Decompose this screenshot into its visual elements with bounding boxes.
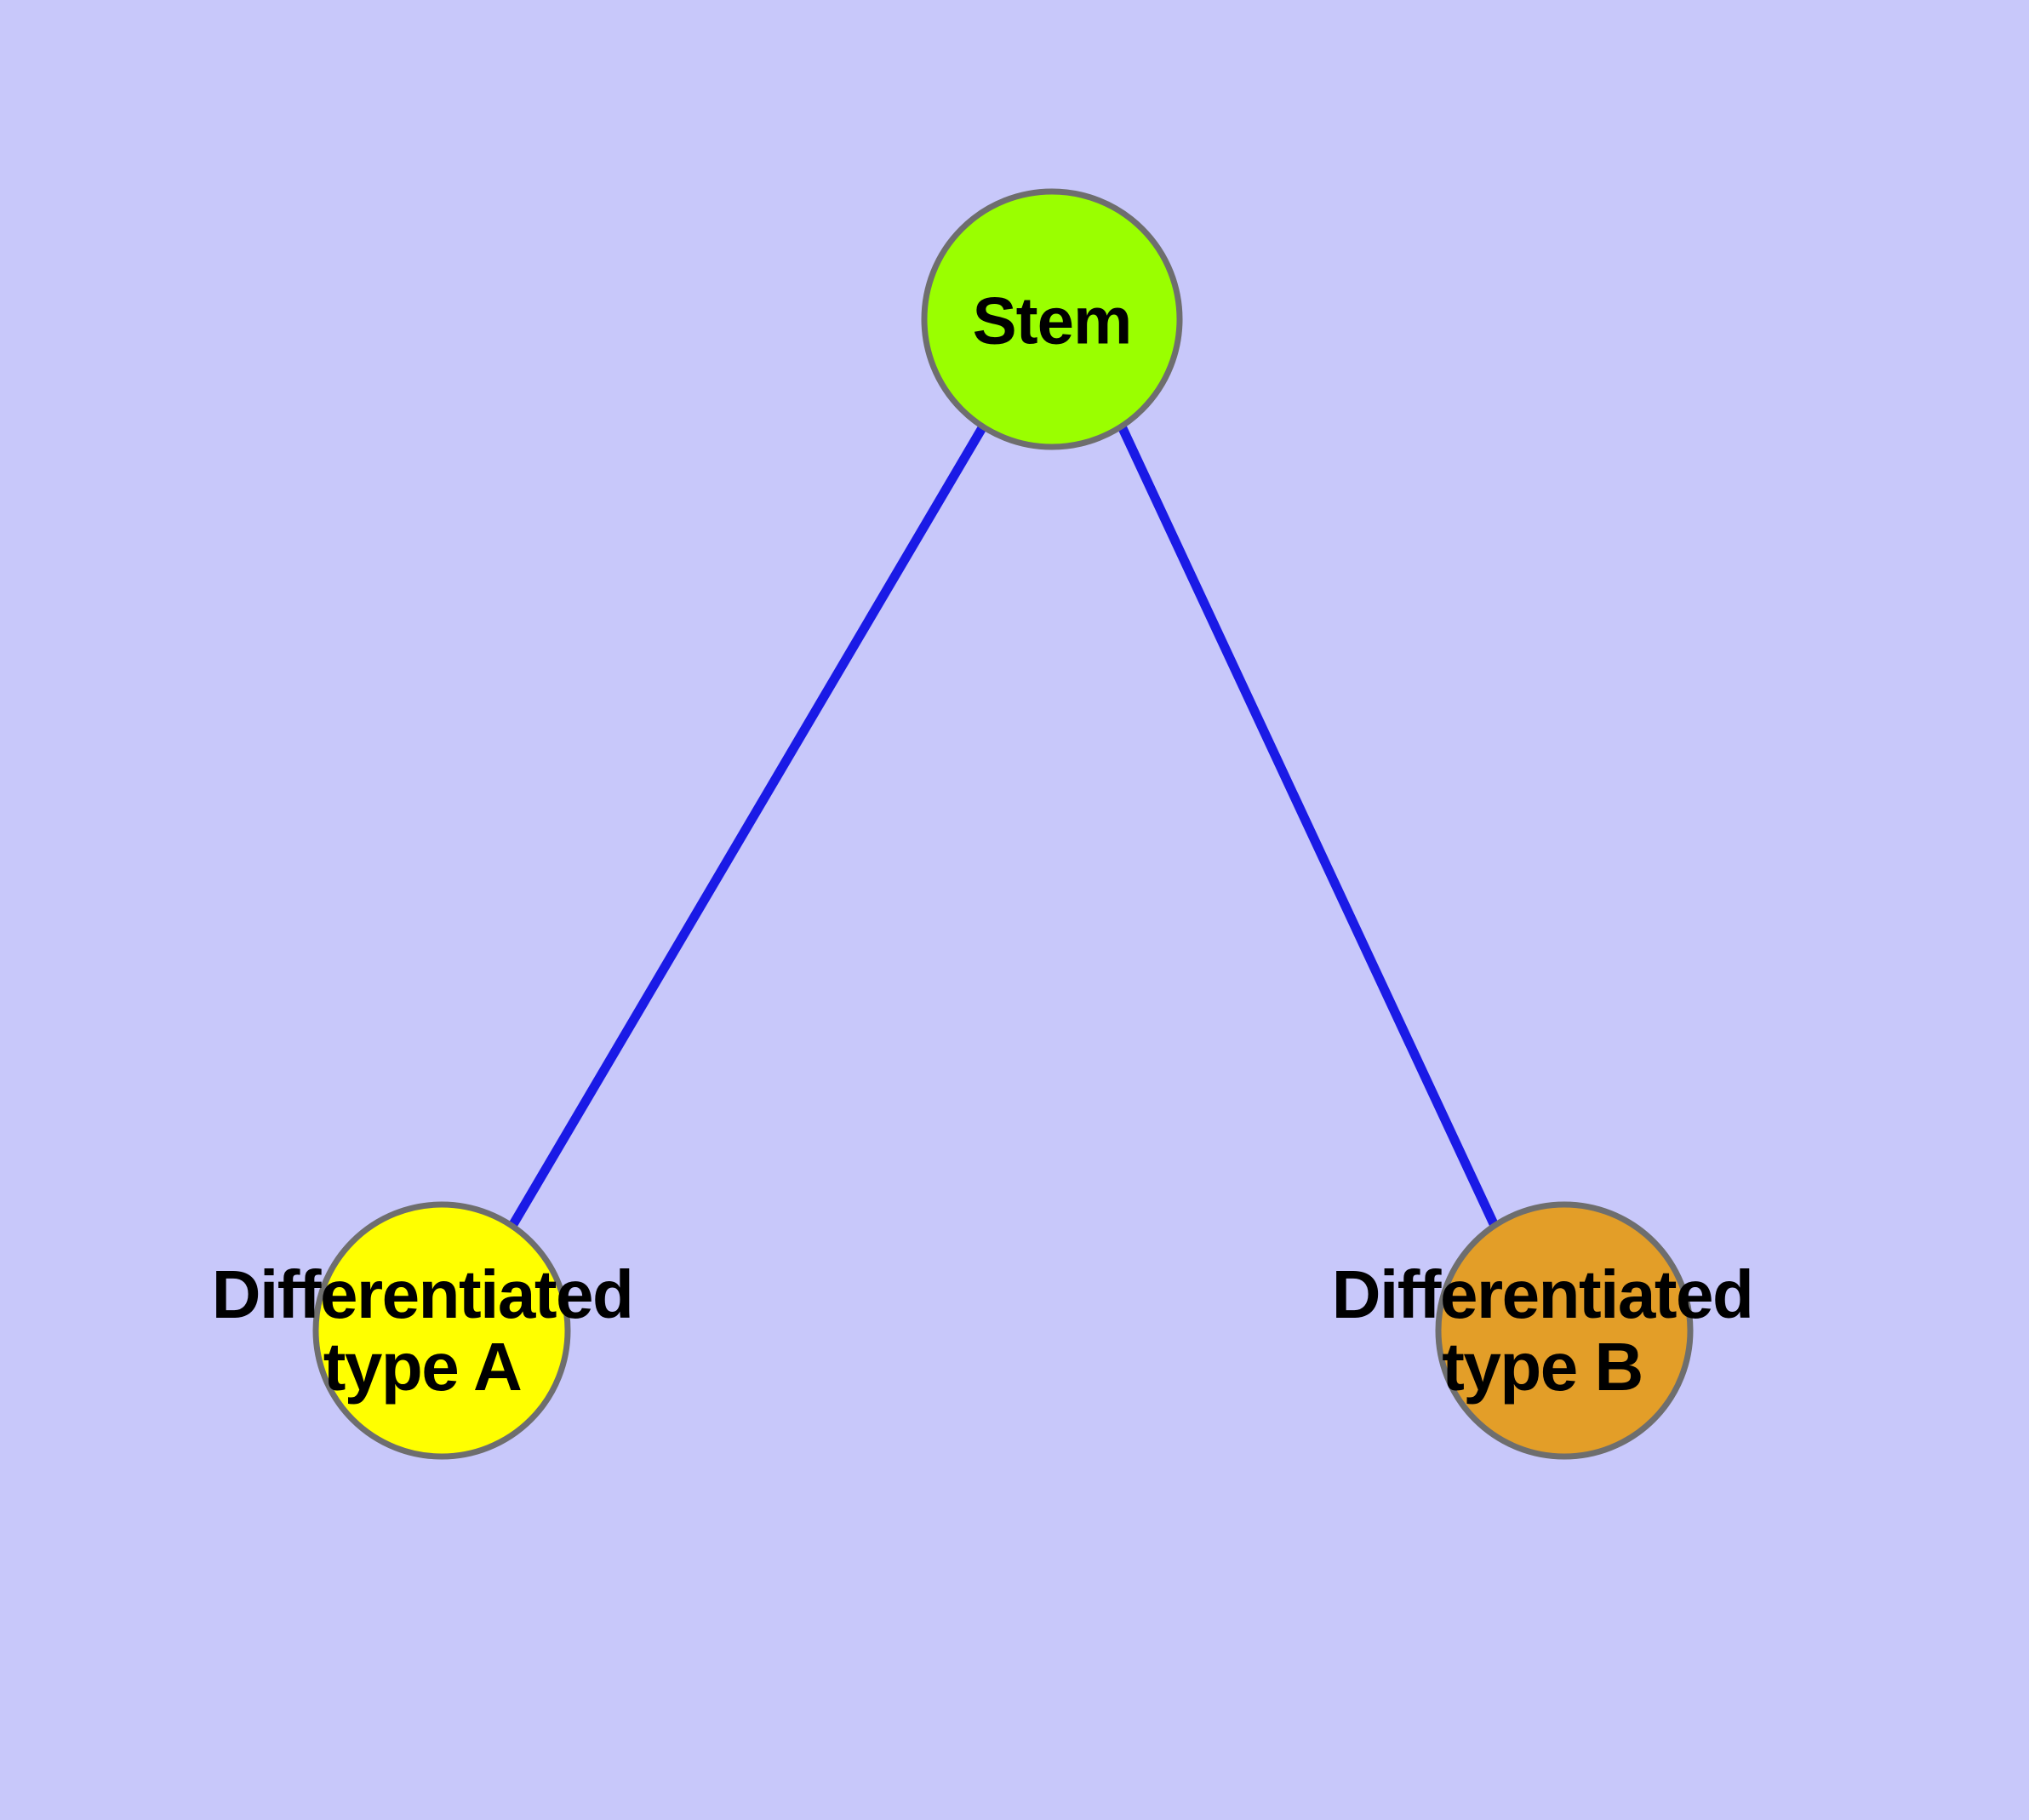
graph-node-stem[interactable]	[921, 188, 1183, 450]
nodes-group	[312, 188, 1694, 1460]
graph-edge-stem-to-diff-b[interactable]	[1117, 424, 1500, 1230]
graph-edge-stem-to-diff-a[interactable]	[508, 424, 987, 1228]
graph-node-diff-b[interactable]	[1435, 1201, 1694, 1460]
edges-group	[508, 424, 1500, 1230]
graph-node-diff-a[interactable]	[312, 1201, 571, 1460]
